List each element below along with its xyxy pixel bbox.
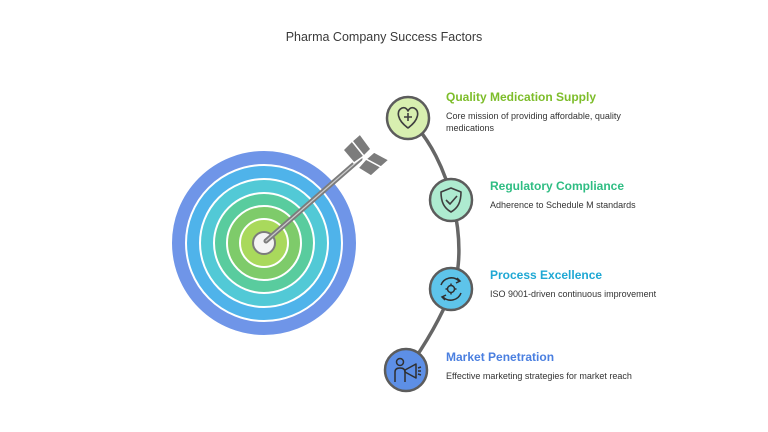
factor-quality-medication-supply: Quality Medication Supply Core mission o…: [446, 90, 636, 134]
factor-title: Market Penetration: [446, 350, 555, 364]
target: [170, 149, 358, 337]
milestone-quality: [385, 95, 431, 141]
factor-process-excellence: Process Excellence ISO 9001-driven conti…: [490, 268, 680, 300]
factor-description: Core mission of providing affordable, qu…: [446, 111, 621, 133]
milestone-market: [383, 347, 429, 393]
factor-description: Adherence to Schedule M standards: [490, 200, 636, 210]
arrow-icon: [263, 132, 391, 244]
milestone-compliance: [428, 177, 474, 223]
factor-description: Effective marketing strategies for marke…: [446, 371, 632, 381]
factor-description: ISO 9001-driven continuous improvement: [490, 289, 657, 299]
heart-plus-icon: [397, 106, 419, 129]
connector-arc: [405, 116, 461, 372]
gear-cycle-icon: [440, 277, 462, 301]
factor-title: Regulatory Compliance: [490, 179, 625, 193]
factor-market-penetration: Market Penetration Effective marketing s…: [446, 350, 636, 382]
factor-title: Process Excellence: [490, 268, 603, 282]
factor-title: Quality Medication Supply: [446, 90, 597, 104]
factor-regulatory-compliance: Regulatory Compliance Adherence to Sched…: [490, 179, 680, 211]
megaphone-person-icon: [394, 357, 422, 382]
shield-check-icon: [440, 187, 462, 213]
diagram-title: Pharma Company Success Factors: [285, 30, 483, 44]
milestone-process: [428, 266, 474, 312]
